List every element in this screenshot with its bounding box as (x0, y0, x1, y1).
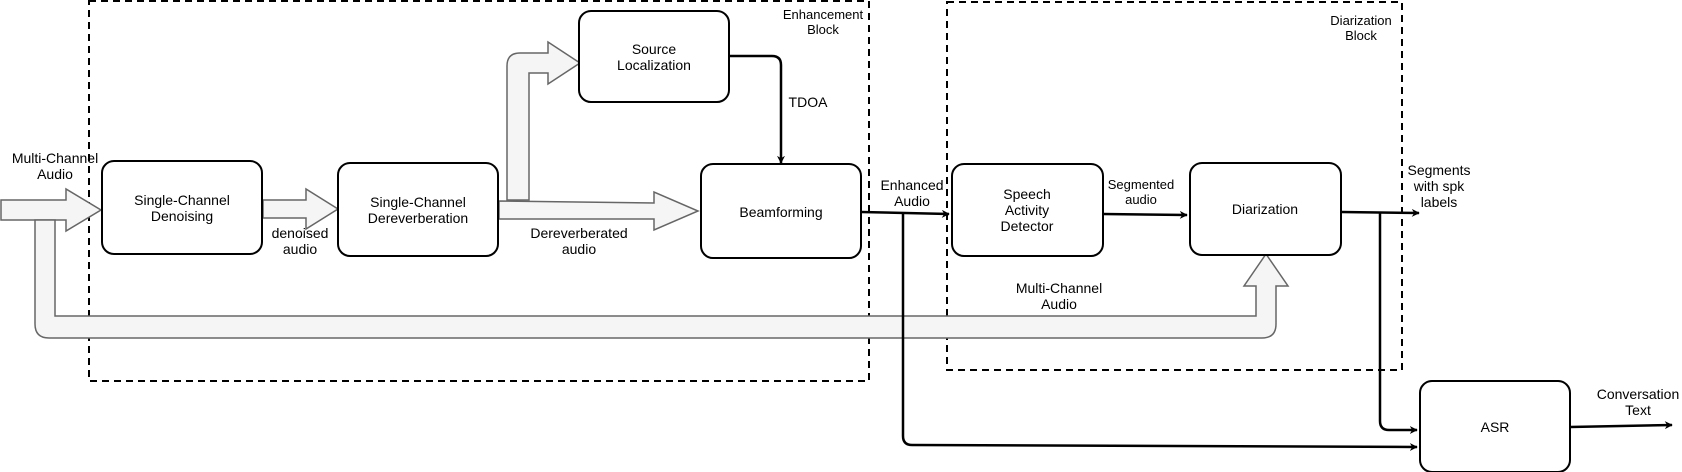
beamforming-box-label: Beamforming (739, 204, 823, 220)
denoised-audio-block-arrow (262, 187, 340, 231)
input-audio-block-arrow (0, 187, 103, 233)
denoising-box (101, 160, 263, 255)
diarization-block-frame (946, 1, 1403, 371)
sad-box-label: Speech Activity Detector (1000, 186, 1054, 234)
dereverberation-box (337, 162, 499, 257)
tdoa-label: TDOA (788, 94, 828, 110)
segmented-audio-label: Segmented audio (1107, 177, 1175, 207)
to-source-localization-block-arrow (506, 40, 582, 201)
multichannel-bypass-block-arrow (34, 219, 1290, 339)
conversation-text-label: Conversation Text (1596, 386, 1680, 418)
dereverberated-audio-label: Dereverberated audio (530, 225, 628, 257)
dereverberated-audio-block-arrow (498, 190, 700, 232)
sad-box (951, 163, 1104, 257)
diarization-to-asr-arrow (1378, 212, 1418, 434)
denoising-box-label: Single-Channel Denoising (134, 192, 230, 224)
tdoa-arrow (729, 54, 785, 164)
segments-output-label: Segments with spk labels (1407, 162, 1471, 210)
source-localization-box-label: Source Localization (617, 41, 691, 73)
dereverberation-box-label: Single-Channel Dereverberation (367, 194, 469, 226)
enhanced-audio-arrow (860, 209, 950, 218)
diarization-block-label: Diarization Block (1330, 13, 1392, 43)
multichannel-bypass-label: Multi-Channel Audio (1015, 280, 1103, 312)
enhanced-to-asr-arrow (901, 213, 1418, 451)
denoised-audio-label: denoised audio (271, 225, 329, 257)
source-localization-box (578, 10, 730, 103)
asr-box-label: ASR (1480, 419, 1510, 435)
enhancement-block-frame (88, 0, 870, 382)
enhancement-block-label: Enhancement Block (782, 7, 864, 37)
diarization-box-label: Diarization (1231, 201, 1299, 217)
enhanced-audio-label: Enhanced Audio (880, 177, 944, 209)
input-audio-label: Multi-Channel Audio (11, 150, 99, 182)
conversation-text-arrow (1569, 421, 1673, 430)
diarization-box (1189, 162, 1342, 256)
beamforming-box (700, 163, 862, 259)
segmented-audio-arrow (1102, 210, 1188, 219)
asr-box (1419, 380, 1571, 472)
